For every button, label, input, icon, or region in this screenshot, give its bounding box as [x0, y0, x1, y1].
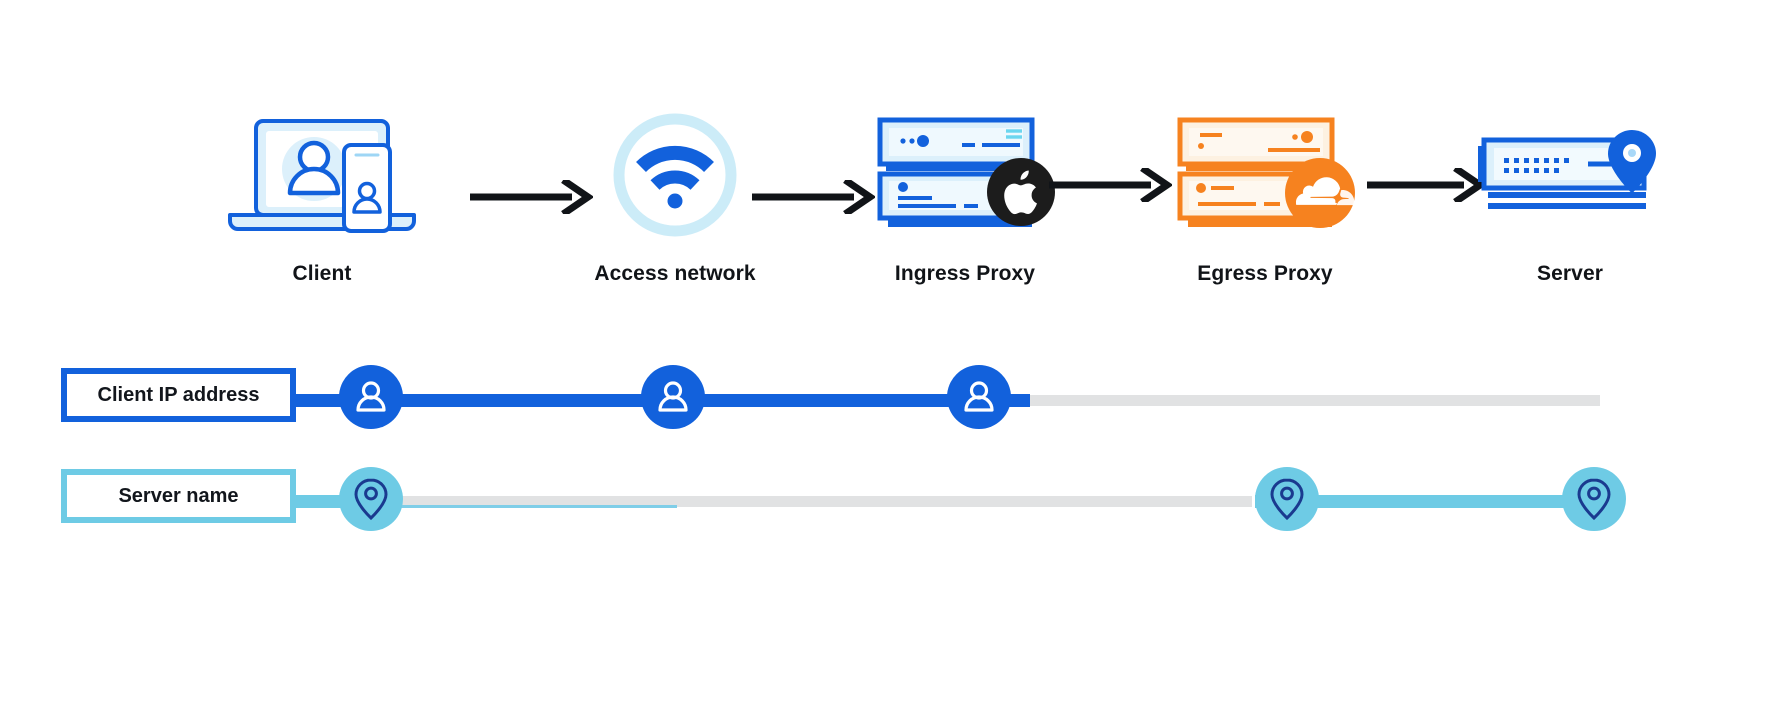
lane-client-ip-address: Client IP address: [0, 355, 1792, 455]
cloudflare-logo-icon: [1285, 158, 1355, 233]
flow-node-label-egress-proxy: Egress Proxy: [1197, 262, 1333, 285]
lane-marker-user-avatar-icon-2: [641, 365, 705, 429]
arrow-right-icon-3: [1047, 165, 1174, 207]
lane-label-client-ip-address: Client IP address: [61, 368, 296, 422]
apple-logo-icon: [987, 158, 1055, 231]
flow-node-client: Client: [222, 110, 422, 286]
lane-label-server-name: Server name: [61, 469, 296, 523]
flow-node-label-server: Server: [1537, 262, 1603, 285]
flow-node-ingress-proxy: Ingress Proxy: [865, 110, 1065, 286]
server-rack-orange-icon: [1165, 110, 1365, 240]
lane-server-name: Server name: [0, 457, 1792, 557]
arrow-right-icon-4: [1365, 165, 1487, 207]
lane-marker-map-pin-icon-2: [1255, 467, 1319, 531]
arrow-right-icon-2: [750, 177, 877, 219]
lane-track-hidden-server-name: [372, 496, 1252, 507]
lane-track-visible-server-name-right: [1255, 495, 1600, 508]
lane-marker-user-avatar-icon-1: [339, 365, 403, 429]
server-rack-blue-icon: [865, 110, 1065, 240]
flow-node-label-client: Client: [292, 262, 352, 285]
server-unit-icon: [1470, 110, 1670, 240]
wifi-icon: [575, 110, 775, 240]
flow-node-label-ingress-proxy: Ingress Proxy: [894, 262, 1036, 285]
lane-marker-user-avatar-icon-3: [947, 365, 1011, 429]
arrow-right-icon-1: [468, 177, 595, 219]
lane-track-thin-server-name: [372, 505, 677, 508]
flow-node-server: Server: [1470, 110, 1670, 286]
laptop-phone-user-icon: [222, 110, 422, 240]
lane-label-text-server-name: Server name: [118, 484, 239, 507]
flow-node-access-network: Access network: [575, 110, 775, 286]
lane-marker-map-pin-icon-3: [1562, 467, 1626, 531]
flow-node-label-access-network: Access network: [594, 262, 756, 285]
lane-marker-map-pin-icon-1: [339, 467, 403, 531]
flow-node-egress-proxy: Egress Proxy: [1165, 110, 1365, 286]
lane-label-text-client-ip: Client IP address: [97, 383, 260, 406]
